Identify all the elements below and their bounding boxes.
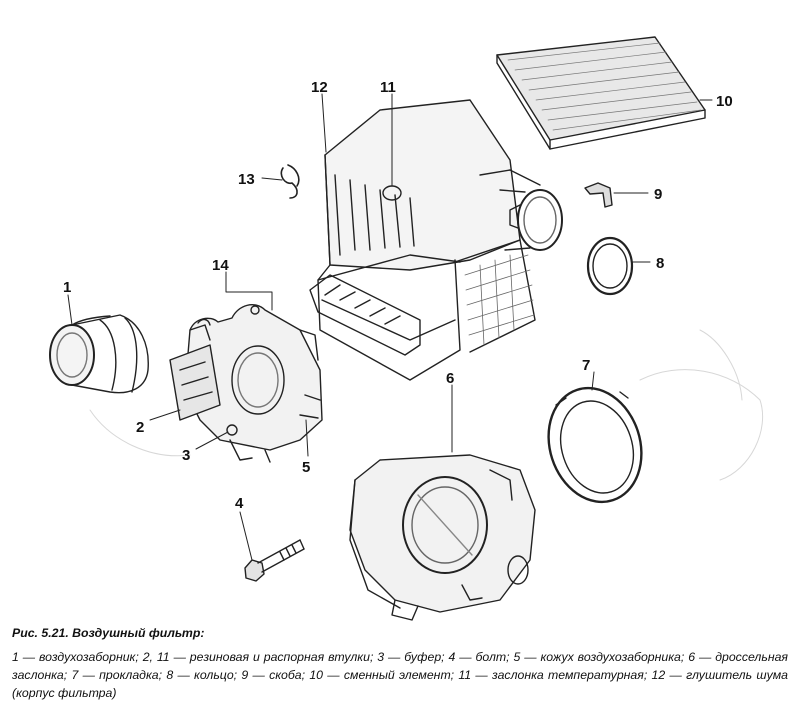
callout-4: 4 bbox=[235, 495, 244, 512]
callout-2: 2 bbox=[136, 419, 144, 436]
filter-housing-part bbox=[309, 99, 563, 381]
callout-7: 7 bbox=[582, 357, 590, 374]
callout-1: 1 bbox=[63, 279, 71, 296]
callout-12: 12 bbox=[311, 79, 328, 96]
caption-title: Рис. 5.21. Воздушный фильтр: bbox=[12, 626, 205, 640]
throttle-body-part bbox=[349, 454, 536, 621]
caption-legend: 1 — воздухозаборник; 2, 11 — резиновая и… bbox=[12, 650, 788, 700]
callout-labels: 10 12 11 13 9 8 7 6 14 1 2 3 5 4 bbox=[63, 79, 733, 512]
callout-13: 13 bbox=[238, 171, 255, 188]
callout-5: 5 bbox=[302, 459, 310, 476]
filter-element-part bbox=[496, 36, 706, 150]
gasket-part bbox=[547, 386, 643, 504]
bracket-part bbox=[584, 182, 613, 208]
clip-13-part bbox=[280, 164, 300, 199]
intake-housing-part bbox=[169, 304, 323, 463]
callout-9: 9 bbox=[654, 186, 662, 203]
callout-3: 3 bbox=[182, 447, 190, 464]
air-filter-exploded-drawing: 10 12 11 13 9 8 7 6 14 1 2 3 5 4 bbox=[49, 36, 764, 621]
callout-8: 8 bbox=[656, 255, 664, 272]
bolt-part bbox=[244, 539, 305, 582]
leader-lines bbox=[67, 93, 713, 561]
ring-part bbox=[586, 236, 634, 296]
callout-6: 6 bbox=[446, 370, 454, 387]
figure-caption: Рис. 5.21. Воздушный фильтр: 1 — воздухо… bbox=[12, 624, 788, 702]
callout-14: 14 bbox=[212, 257, 229, 274]
air-intake-part bbox=[49, 314, 149, 394]
callout-11: 11 bbox=[380, 79, 396, 96]
callout-10: 10 bbox=[716, 93, 733, 110]
